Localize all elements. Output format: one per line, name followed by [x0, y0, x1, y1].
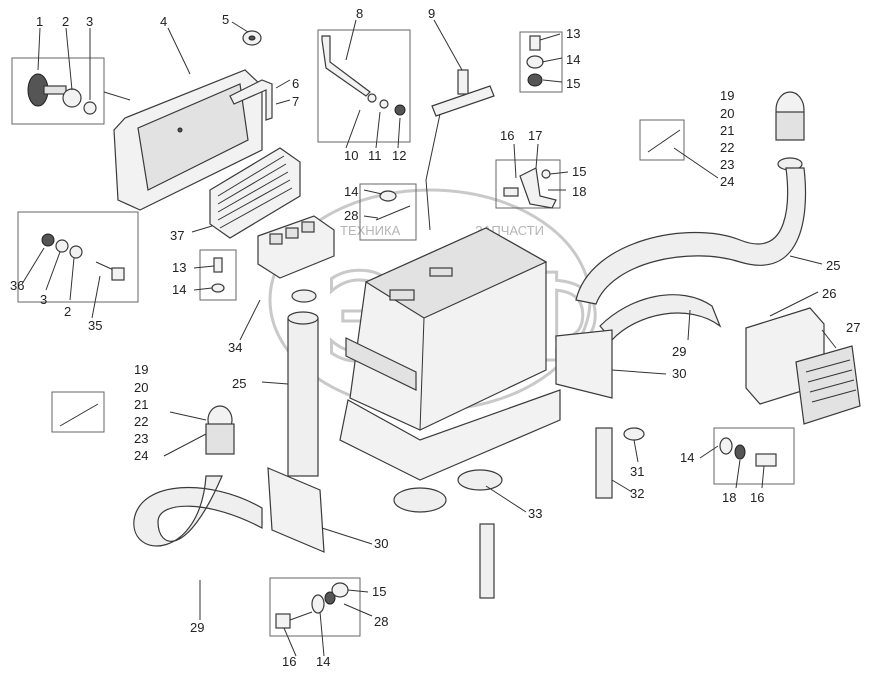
callout-labels: 1 2 3 4 5 6 7 8 9 10 11 12 13 14 15 16 1… — [10, 6, 860, 669]
label-33: 33 — [528, 506, 542, 521]
label-37: 37 — [170, 228, 184, 243]
label-18-right: 18 — [722, 490, 736, 505]
label-13-top: 13 — [566, 26, 580, 41]
fastener-14-18-16-right — [719, 437, 777, 467]
label-22-right: 22 — [720, 140, 734, 155]
label-6: 6 — [292, 76, 299, 91]
screw-13-14 — [211, 257, 225, 293]
heater-core-37 — [209, 147, 301, 239]
bolt-icon-left — [59, 403, 99, 427]
label-4: 4 — [160, 14, 167, 29]
fastener-set-35-36 — [41, 233, 125, 281]
label-23-left: 23 — [134, 431, 148, 446]
label-2-left: 2 — [64, 304, 71, 319]
label-12: 12 — [392, 148, 406, 163]
label-32: 32 — [630, 486, 644, 501]
label-31: 31 — [630, 464, 644, 479]
bolt-icon-right — [647, 129, 681, 153]
label-17: 17 — [528, 128, 542, 143]
lever-rod-8 — [321, 35, 406, 116]
nozzle-left — [205, 405, 235, 455]
label-15-bottom: 15 — [372, 584, 386, 599]
flange-30-right — [555, 329, 613, 399]
label-3-left: 3 — [40, 292, 47, 307]
label-16-top: 16 — [500, 128, 514, 143]
label-2: 2 — [62, 14, 69, 29]
label-25-right: 25 — [826, 258, 840, 273]
label-10: 10 — [344, 148, 358, 163]
label-11: 11 — [368, 148, 382, 163]
label-9: 9 — [428, 6, 435, 21]
label-21-right: 21 — [720, 123, 734, 138]
vertical-tube-25 — [287, 311, 319, 477]
label-14-center: 14 — [344, 184, 358, 199]
label-28-bottom: 28 — [374, 614, 388, 629]
knob-assembly — [27, 73, 97, 115]
label-29-left: 29 — [190, 620, 204, 635]
drain-tube — [479, 523, 495, 599]
label-28-center: 28 — [344, 208, 358, 223]
label-21-left: 21 — [134, 397, 148, 412]
label-27: 27 — [846, 320, 860, 335]
tube-32 — [595, 427, 645, 499]
label-15-top: 15 — [566, 76, 580, 91]
label-14-bottom: 14 — [316, 654, 330, 669]
label-30-right: 30 — [672, 366, 686, 381]
label-30-left: 30 — [374, 536, 388, 551]
label-5: 5 — [222, 12, 229, 27]
label-23-right: 23 — [720, 157, 734, 172]
label-34: 34 — [228, 340, 242, 355]
label-13-left: 13 — [172, 260, 186, 275]
heater-body — [339, 227, 561, 513]
label-14-top: 14 — [566, 52, 580, 67]
washer-5 — [242, 30, 262, 46]
label-8: 8 — [356, 6, 363, 21]
watermark-text-left: ТЕХНИКА — [340, 223, 401, 238]
label-26: 26 — [822, 286, 836, 301]
flange-30-left — [267, 467, 325, 553]
hose-29-right — [599, 294, 722, 341]
label-20-left: 20 — [134, 380, 148, 395]
label-7: 7 — [292, 94, 299, 109]
bracket-6-7 — [229, 79, 273, 121]
switch-block-34 — [257, 215, 335, 303]
fastener-bottom-set — [275, 582, 349, 629]
label-20-right: 20 — [720, 106, 734, 121]
label-19-left: 19 — [134, 362, 148, 377]
nozzle-right — [775, 91, 805, 171]
bolt-28 — [375, 190, 411, 221]
label-18-mid: 18 — [572, 184, 586, 199]
label-35: 35 — [88, 318, 102, 333]
hose-29-left — [133, 475, 263, 547]
label-16-bottom: 16 — [282, 654, 296, 669]
deflector-26-27 — [745, 307, 861, 425]
leader-lines — [21, 19, 837, 657]
label-14-right: 14 — [680, 450, 694, 465]
label-3: 3 — [86, 14, 93, 29]
label-19-right: 19 — [720, 88, 734, 103]
hose-25-right — [575, 167, 807, 305]
group-boxes — [11, 29, 795, 637]
front-cover — [113, 69, 263, 211]
label-29-right: 29 — [672, 344, 686, 359]
bolt-set-13-15 — [526, 35, 544, 87]
label-1: 1 — [36, 14, 43, 29]
label-24-right: 24 — [720, 174, 734, 189]
label-25-left: 25 — [232, 376, 246, 391]
label-36: 36 — [10, 278, 24, 293]
label-22-left: 22 — [134, 414, 148, 429]
label-16-right: 16 — [750, 490, 764, 505]
valve-9 — [425, 69, 495, 231]
bracket-16-17 — [503, 167, 557, 209]
label-15-mid: 15 — [572, 164, 586, 179]
label-14-left: 14 — [172, 282, 186, 297]
label-24-left: 24 — [134, 448, 148, 463]
